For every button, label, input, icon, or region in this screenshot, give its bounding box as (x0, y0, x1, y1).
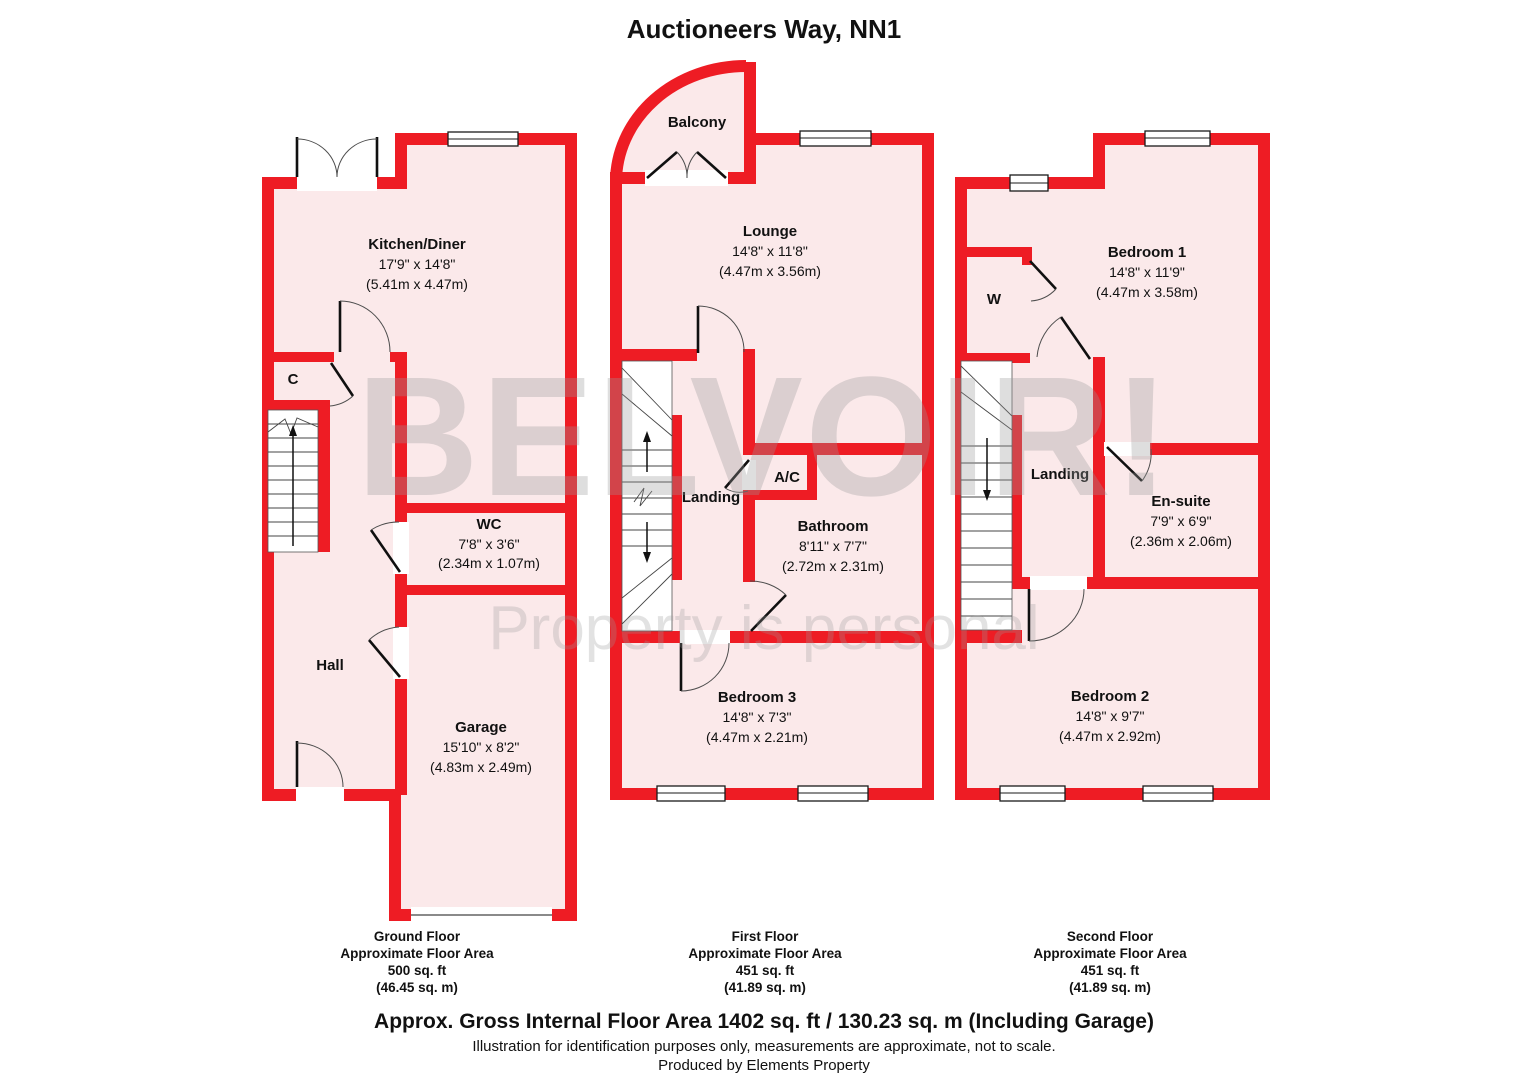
ground-staircase (267, 409, 319, 553)
first-floor-plan: Balcony Lounge 14'8" x 11'8" (4.47m x 3.… (610, 60, 934, 802)
ground-floor-caption-area-label: Approximate Floor Area (340, 946, 494, 961)
first-room-labels: Balcony Lounge 14'8" x 11'8" (4.47m x 3.… (668, 114, 884, 745)
second-room-labels: Bedroom 1 14'8" x 11'9" (4.47m x 3.58m) … (987, 244, 1232, 744)
disclaimer-text: Illustration for identification purposes… (472, 1038, 1056, 1055)
room-label-hall: Hall (316, 657, 344, 674)
room-dims-kitchen-metric: (5.41m x 4.47m) (366, 276, 468, 292)
room-dims-bedroom3-imperial: 14'8" x 7'3" (723, 709, 792, 725)
room-label-closet: C (288, 371, 299, 388)
room-label-bedroom3: Bedroom 3 (718, 689, 796, 706)
ground-doors (295, 137, 552, 916)
second-windows (999, 130, 1214, 802)
room-dims-bedroom1-imperial: 14'8" x 11'9" (1109, 264, 1185, 280)
room-dims-wc-metric: (2.34m x 1.07m) (438, 555, 540, 571)
room-label-kitchen-diner: Kitchen/Diner (368, 236, 466, 253)
ground-floor-caption-name: Ground Floor (373, 929, 461, 944)
second-floor-caption-area-imperial: 451 sq. ft (1080, 963, 1140, 978)
room-dims-wc-imperial: 7'8" x 3'6" (458, 536, 519, 552)
first-floor-caption-name: First Floor (731, 929, 799, 944)
first-windows (656, 130, 872, 802)
room-label-bathroom: Bathroom (798, 518, 869, 535)
second-doors (1027, 260, 1152, 642)
ground-room-labels: Kitchen/Diner 17'9" x 14'8" (5.41m x 4.4… (288, 236, 540, 775)
ground-floor-plan: Kitchen/Diner 17'9" x 14'8" (5.41m x 4.4… (262, 131, 577, 923)
first-floor-caption-area-label: Approximate Floor Area (688, 946, 842, 961)
first-floor-caption-area-metric: (41.89 sq. m) (724, 980, 806, 995)
second-staircase (960, 360, 1013, 631)
second-footprint (955, 133, 1270, 800)
room-label-bedroom1: Bedroom 1 (1108, 244, 1186, 261)
room-label-wardrobe: W (987, 291, 1002, 308)
produced-by-text: Produced by Elements Property (658, 1057, 870, 1074)
room-label-wc: WC (477, 516, 502, 533)
room-dims-bathroom-metric: (2.72m x 2.31m) (782, 558, 884, 574)
room-dims-kitchen-imperial: 17'9" x 14'8" (379, 256, 456, 272)
room-dims-garage-imperial: 15'10" x 8'2" (443, 739, 520, 755)
room-label-landing-second: Landing (1031, 466, 1089, 483)
room-label-lounge: Lounge (743, 223, 797, 240)
room-label-bedroom2: Bedroom 2 (1071, 688, 1149, 705)
room-label-balcony: Balcony (668, 114, 727, 131)
first-floor-caption-area-imperial: 451 sq. ft (735, 963, 795, 978)
second-floor-plan: Bedroom 1 14'8" x 11'9" (4.47m x 3.58m) … (955, 130, 1270, 802)
room-dims-bedroom1-metric: (4.47m x 3.58m) (1096, 284, 1198, 300)
ground-floor-caption-area-imperial: 500 sq. ft (387, 963, 447, 978)
room-label-landing-first: Landing (682, 489, 740, 506)
second-door-gaps (1030, 442, 1150, 590)
second-floor-caption-area-label: Approximate Floor Area (1033, 946, 1187, 961)
room-dims-bathroom-imperial: 8'11" x 7'7" (799, 538, 867, 554)
page-title: Auctioneers Way, NN1 (626, 14, 902, 44)
room-dims-lounge-metric: (4.47m x 3.56m) (719, 263, 821, 279)
room-dims-bedroom2-metric: (4.47m x 2.92m) (1059, 728, 1161, 744)
ground-floor-caption: Ground Floor Approximate Floor Area 500 … (257, 928, 577, 996)
second-floor-caption-name: Second Floor (1066, 929, 1154, 944)
ground-windows (447, 131, 519, 147)
room-dims-garage-metric: (4.83m x 2.49m) (430, 759, 532, 775)
room-dims-bedroom3-metric: (4.47m x 2.21m) (706, 729, 808, 745)
second-floor-caption: Second Floor Approximate Floor Area 451 … (950, 928, 1270, 996)
second-floor-caption-area-metric: (41.89 sq. m) (1069, 980, 1151, 995)
room-dims-lounge-imperial: 14'8" x 11'8" (732, 243, 808, 259)
room-label-ac: A/C (774, 469, 800, 486)
room-label-garage: Garage (455, 719, 507, 736)
room-dims-ensuite-imperial: 7'9" x 6'9" (1150, 513, 1211, 529)
room-dims-ensuite-metric: (2.36m x 2.06m) (1130, 533, 1232, 549)
room-dims-bedroom2-imperial: 14'8" x 9'7" (1076, 708, 1145, 724)
ground-floor-caption-area-metric: (46.45 sq. m) (376, 980, 458, 995)
first-floor-caption: First Floor Approximate Floor Area 451 s… (605, 928, 925, 996)
gross-area-summary: Approx. Gross Internal Floor Area 1402 s… (374, 1010, 1154, 1033)
first-staircase (621, 360, 673, 632)
first-doors (646, 151, 787, 692)
room-label-ensuite: En-suite (1151, 493, 1210, 510)
